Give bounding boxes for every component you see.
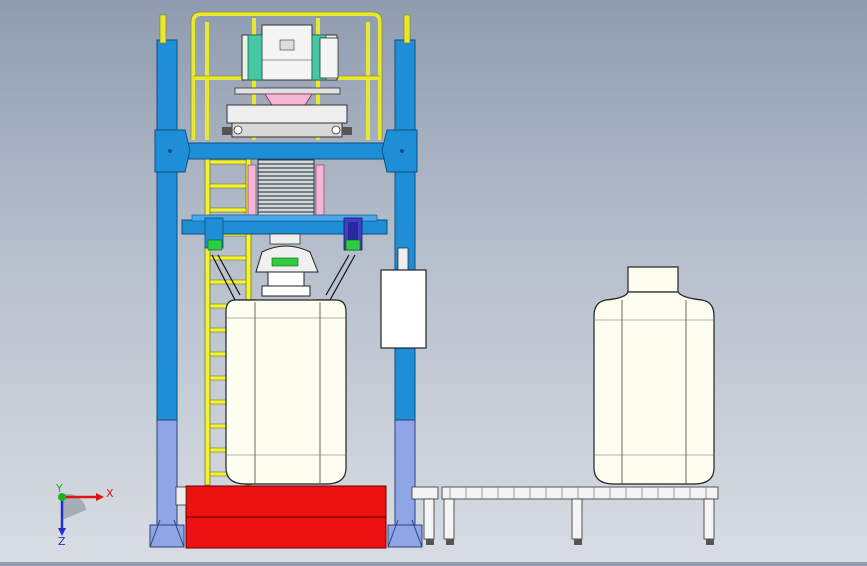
ladder-rung [209,159,247,165]
bulk-bag-filled [593,266,715,485]
upper-cross-beam [154,129,418,173]
z-axis-label: Z [58,535,66,548]
bag-clamp [255,245,319,297]
control-cabinet [380,247,427,349]
left-column [149,14,185,548]
lifting-carriage [181,214,388,251]
x-axis-label: X [106,487,114,500]
ladder-rung [209,183,247,189]
ladder-rung [209,207,247,213]
roller-conveyor [411,486,719,545]
bellows [247,159,325,223]
bulk-bag-filling [225,299,347,485]
ladder-rung [209,255,247,261]
weighing-platform [175,485,387,549]
filler-head [222,24,352,138]
coordinate-triad-icon[interactable]: X Y Z [55,482,114,548]
y-axis-label: Y [55,482,63,495]
ladder-rung [209,279,247,285]
